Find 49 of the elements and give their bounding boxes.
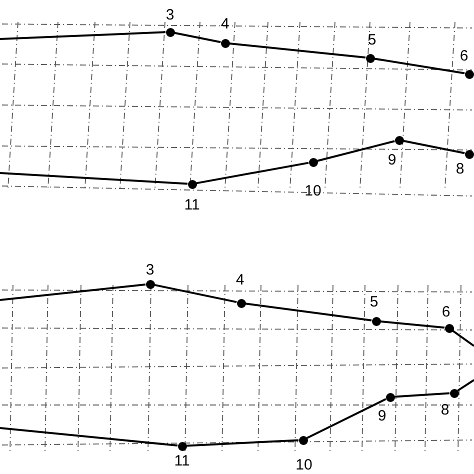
landmark-number: 10 <box>296 458 312 472</box>
landmark-number: 11 <box>184 198 200 212</box>
landmark-dot <box>366 54 374 62</box>
outline-line <box>174 32 221 44</box>
landmark-dot <box>450 388 458 398</box>
outline-line <box>403 140 465 154</box>
landmark-dot <box>236 298 246 308</box>
landmark-dot <box>308 158 318 166</box>
outline-line <box>245 302 372 322</box>
landmark-dot <box>178 442 186 450</box>
landmark-dot <box>464 70 474 78</box>
landmark-number: 8 <box>456 162 464 176</box>
landmark-number: 9 <box>378 408 386 424</box>
outline-line <box>374 58 465 74</box>
landmark-dot <box>220 38 230 48</box>
landmark-number: 8 <box>440 402 450 418</box>
outline-line <box>0 172 188 185</box>
outline-line <box>0 283 146 301</box>
landmark-dot <box>188 180 196 188</box>
landmark-number: 11 <box>174 454 190 468</box>
outline-line <box>0 427 178 447</box>
landmark-number: 4 <box>236 272 244 288</box>
outline-line <box>317 140 395 162</box>
outline-line <box>452 330 474 347</box>
landmark-number: 6 <box>442 304 450 320</box>
outline-line <box>196 162 309 184</box>
outline-line <box>0 31 166 40</box>
landmark-number: 6 <box>460 48 468 64</box>
landmark-number: 5 <box>368 32 376 48</box>
landmark-number: 3 <box>166 8 174 22</box>
outline-line <box>394 392 450 398</box>
outline-line <box>457 379 474 392</box>
landmark-dot <box>166 28 174 36</box>
outline-line <box>229 42 366 59</box>
outline-line <box>380 320 445 329</box>
outline-line <box>306 398 386 439</box>
landmark-dot <box>444 324 454 332</box>
landmark-dot <box>464 150 474 158</box>
landmark-dot <box>394 136 404 144</box>
landmark-number: 5 <box>370 294 378 310</box>
landmark-dot <box>146 280 154 288</box>
landmark-number: 10 <box>304 184 322 198</box>
outline-line <box>154 284 237 304</box>
landmark-number: 3 <box>146 262 154 278</box>
outline-line <box>186 439 299 447</box>
landmark-dot <box>386 392 394 402</box>
landmark-dot <box>372 316 380 326</box>
landmark-dot <box>298 436 308 444</box>
landmark-number: 9 <box>388 152 396 168</box>
